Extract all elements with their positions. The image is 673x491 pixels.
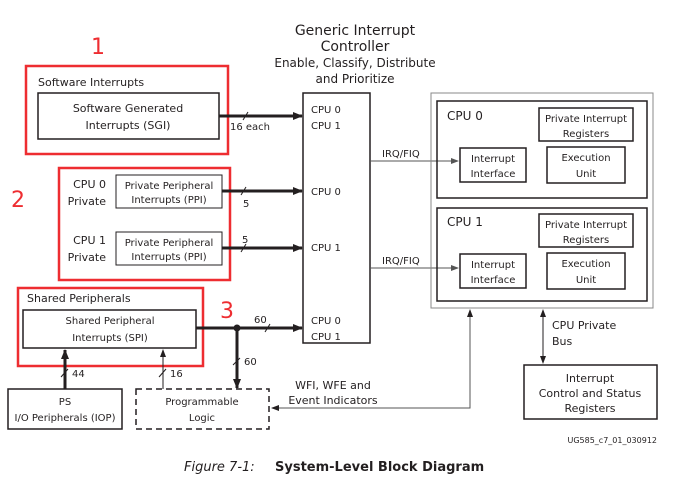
cpu0-exec-line2: Unit bbox=[576, 169, 596, 180]
cpu0-block bbox=[436, 100, 648, 199]
cpu1-iface-line1: Interrupt bbox=[471, 260, 515, 271]
sgi-block-line1: Software Generated bbox=[73, 102, 183, 115]
bus-arrow-up bbox=[540, 309, 546, 317]
ps-to-spi-slash bbox=[60, 368, 69, 378]
annotation-marker-3: 3 bbox=[220, 299, 234, 324]
annotation-marker-2: 2 bbox=[11, 188, 25, 213]
spi-block-line2: Interrupts (SPI) bbox=[72, 333, 148, 344]
cpu1-title: CPU 1 bbox=[447, 215, 483, 229]
ppi-cpu0-label-line1: CPU 0 bbox=[73, 178, 106, 191]
caption-title: System-Level Block Diagram bbox=[275, 460, 484, 475]
cpu1-exec-line1: Execution bbox=[561, 259, 610, 270]
annotation-marker-1: 1 bbox=[91, 35, 105, 60]
cpu0-iface-line2: Interface bbox=[471, 169, 516, 180]
cpu0-iface-line1: Interrupt bbox=[471, 154, 515, 165]
cpu1-interrupt-interface bbox=[459, 253, 527, 289]
ppi-cpu0-label-line2: Private bbox=[68, 195, 107, 208]
sgi-bus-width: 16 each bbox=[230, 122, 270, 133]
irq-fiq-cpu0-label: IRQ/FIQ bbox=[382, 149, 420, 160]
cpu1-exec-line2: Unit bbox=[576, 275, 596, 286]
cpu0-execution-unit bbox=[546, 146, 626, 184]
cpu0-exec-line1: Execution bbox=[561, 153, 610, 164]
cpu1-block bbox=[436, 207, 648, 302]
bus-arrow-down bbox=[540, 356, 546, 364]
spi-bus-width-to-gic: 60 bbox=[254, 315, 267, 326]
bus-label-line2: Bus bbox=[552, 335, 573, 348]
ppi-cpu0-bus-slash bbox=[240, 186, 247, 196]
highlight-box-1 bbox=[24, 64, 230, 156]
cpu1-regs-line1: Private Interrupt bbox=[545, 220, 627, 231]
figure-id: UG585_c7_01_030912 bbox=[567, 436, 657, 445]
pl-input-width: 16 bbox=[170, 369, 183, 380]
software-interrupts-label: Software Interrupts bbox=[38, 76, 144, 89]
cpu-cluster bbox=[430, 92, 654, 309]
spi-bus-slash bbox=[264, 323, 271, 333]
wfi-wfe-path bbox=[272, 310, 471, 409]
ps-input-width: 44 bbox=[72, 369, 85, 380]
cpu0-title: CPU 0 bbox=[447, 109, 483, 123]
irq-fiq-cpu1-label: IRQ/FIQ bbox=[382, 256, 420, 267]
pl-line2: Logic bbox=[189, 413, 215, 424]
ps-iop-line2: I/O Peripherals (IOP) bbox=[15, 413, 116, 424]
icsr-block bbox=[523, 364, 658, 420]
gic-port-ppi-cpu1: CPU 1 bbox=[311, 243, 341, 254]
cpu0-interrupt-interface bbox=[459, 147, 527, 183]
gic-title: Generic Interrupt Controller Enable, Cla… bbox=[274, 23, 435, 86]
sgi-block bbox=[37, 92, 220, 140]
cpu0-regs-line1: Private Interrupt bbox=[545, 114, 627, 125]
programmable-logic-block bbox=[135, 388, 270, 430]
ppi-cpu0-block-line1: Private Peripheral bbox=[125, 181, 214, 192]
ps-iop-line1: PS bbox=[59, 397, 71, 408]
cpu0-private-interrupt-registers bbox=[538, 107, 634, 142]
ppi-cpu1-label-line1: CPU 1 bbox=[73, 234, 106, 247]
sgi-bus-slash bbox=[242, 111, 249, 121]
icsr-line3: Registers bbox=[564, 402, 615, 415]
shared-peripherals-label: Shared Peripherals bbox=[27, 292, 131, 305]
caption-label: Figure 7-1: bbox=[184, 460, 255, 475]
gic-port-spi-cpu0: CPU 0 bbox=[311, 316, 341, 327]
ppi-cpu0-block-line2: Interrupts (PPI) bbox=[131, 195, 206, 206]
gic-port-sgi-cpu0: CPU 0 bbox=[311, 105, 341, 116]
gic-subtitle-line1: Enable, Classify, Distribute bbox=[274, 56, 435, 70]
spi-block-line1: Shared Peripheral bbox=[66, 316, 155, 327]
wfi-label-line1: WFI, WFE and bbox=[295, 379, 371, 392]
pl-line1: Programmable bbox=[165, 397, 238, 408]
highlight-box-2 bbox=[57, 166, 232, 282]
gic-title-line1: Generic Interrupt bbox=[295, 23, 416, 39]
pl-to-spi-slash bbox=[158, 368, 167, 378]
sgi-block-line2: Interrupts (SGI) bbox=[86, 119, 171, 132]
spi-to-pl-slash bbox=[232, 357, 241, 366]
icsr-line2: Control and Status bbox=[539, 387, 642, 400]
gic-port-ppi-cpu0: CPU 0 bbox=[311, 187, 341, 198]
cpu1-private-interrupt-registers bbox=[538, 213, 634, 248]
gic-subtitle-line2: and Prioritize bbox=[315, 72, 394, 86]
ppi-cpu1-block-line2: Interrupts (PPI) bbox=[131, 252, 206, 263]
ppi-cpu1-label-line2: Private bbox=[68, 251, 107, 264]
gic-port-spi-cpu1: CPU 1 bbox=[311, 332, 341, 343]
cpu1-regs-line2: Registers bbox=[563, 235, 609, 246]
cpu1-execution-unit bbox=[546, 252, 626, 290]
spi-bus-width-to-pl: 60 bbox=[244, 357, 257, 368]
ppi-cpu1-block-line1: Private Peripheral bbox=[125, 238, 214, 249]
cpu0-regs-line2: Registers bbox=[563, 129, 609, 140]
cpu1-iface-line2: Interface bbox=[471, 275, 516, 286]
wfi-arrow-left bbox=[271, 405, 279, 411]
gic-title-line2: Controller bbox=[321, 39, 390, 55]
ppi-cpu1-bus-width: 5 bbox=[242, 235, 248, 246]
ppi-cpu0-bus-width: 5 bbox=[243, 199, 249, 210]
wfi-label-line2: Event Indicators bbox=[288, 394, 378, 407]
wfi-arrow-up bbox=[467, 309, 473, 317]
bus-label-line1: CPU Private bbox=[552, 319, 616, 332]
gic-port-sgi-cpu1: CPU 1 bbox=[311, 121, 341, 132]
gic-block bbox=[302, 92, 371, 344]
ppi-cpu1-bus-slash bbox=[240, 243, 247, 253]
icsr-line1: Interrupt bbox=[566, 372, 615, 385]
